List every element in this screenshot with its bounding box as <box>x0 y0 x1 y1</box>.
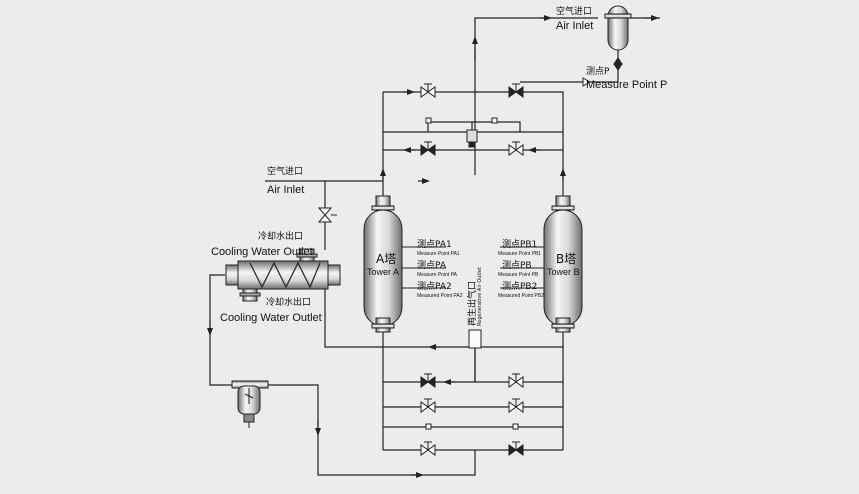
pb-cn: 测点PB <box>502 261 532 271</box>
cooling-bottom-en: Cooling Water Outlet <box>220 312 322 324</box>
orifice-2 <box>491 117 498 124</box>
cooling-bottom-cn: 冷却水出口 <box>266 298 312 308</box>
measure-ticks <box>402 246 544 289</box>
valve-inlet <box>317 207 337 223</box>
cooling-top-en: Cooling Water Outlet <box>211 246 313 258</box>
pb2-cn: 测点PB2 <box>502 282 538 292</box>
valve-measure <box>582 57 623 87</box>
valve-low-4 <box>508 398 524 413</box>
pa1-cn: 测点PA1 <box>417 240 452 250</box>
orifice-3 <box>425 423 432 430</box>
pipe-measure-p <box>520 50 619 83</box>
top-separator <box>604 5 632 51</box>
tower-b-vessel <box>543 195 583 333</box>
left-inlet-cn: 空气进口 <box>267 167 304 177</box>
pa2-en: Measured Point PA2 <box>417 293 463 299</box>
pb2-en: Measured Point PB2 <box>498 293 544 299</box>
valve-top-1 <box>420 83 436 98</box>
flow-arrows <box>207 15 659 478</box>
valve-low-5 <box>420 441 436 456</box>
tower-a-name: A塔 <box>376 252 397 266</box>
tower-a-en: Tower A <box>367 267 400 277</box>
pa-cn: 测点PA <box>417 261 447 271</box>
pipe-to-lower <box>263 384 476 476</box>
valve-mid-1 <box>420 141 436 156</box>
top-outlet-en: Air Inlet <box>556 20 594 32</box>
pipe-bottom-header <box>324 285 564 348</box>
pb1-en: Measure Point PB1 <box>498 251 542 257</box>
pipe-top-header <box>383 91 564 205</box>
valve-low-2 <box>508 373 524 388</box>
cooling-top-cn: 冷却水出口 <box>258 232 304 242</box>
regen-outlet-silencer <box>468 329 482 349</box>
purge-silencer-base <box>468 141 476 148</box>
left-inlet-en: Air Inlet <box>267 184 305 196</box>
regen-outlet-en: Regenerative Air Outlet <box>477 267 483 326</box>
valve-low-6 <box>508 441 524 456</box>
purge-silencer <box>466 129 478 143</box>
orifice-1 <box>425 117 432 124</box>
valve-low-3 <box>420 398 436 413</box>
pb1-cn: 测点PB1 <box>502 240 538 250</box>
valves <box>317 57 623 456</box>
tower-a-vessel <box>363 195 403 333</box>
pipe-network <box>209 17 660 476</box>
pa-en: Measure Point PA <box>417 272 457 278</box>
cooler <box>225 248 341 302</box>
measure-p-cn: 测点P <box>586 67 610 77</box>
valve-mid-2 <box>508 141 524 156</box>
valve-low-1 <box>420 373 436 388</box>
pa1-en: Measure Point PA1 <box>417 251 460 257</box>
orifice-4 <box>512 423 519 430</box>
pipe-top-riser <box>474 17 598 175</box>
tower-b-name: B塔 <box>556 252 577 266</box>
top-outlet-cn: 空气进口 <box>556 7 593 17</box>
measure-p-en: Measure Point P <box>586 79 668 91</box>
tower-b-en: Tower B <box>547 267 580 277</box>
pb-en: Measure Point PB <box>498 272 539 278</box>
pipe-water-loop <box>209 274 237 386</box>
water-separator <box>231 380 269 428</box>
valve-top-2 <box>508 83 524 98</box>
pa2-cn: 测点PA2 <box>417 282 452 292</box>
